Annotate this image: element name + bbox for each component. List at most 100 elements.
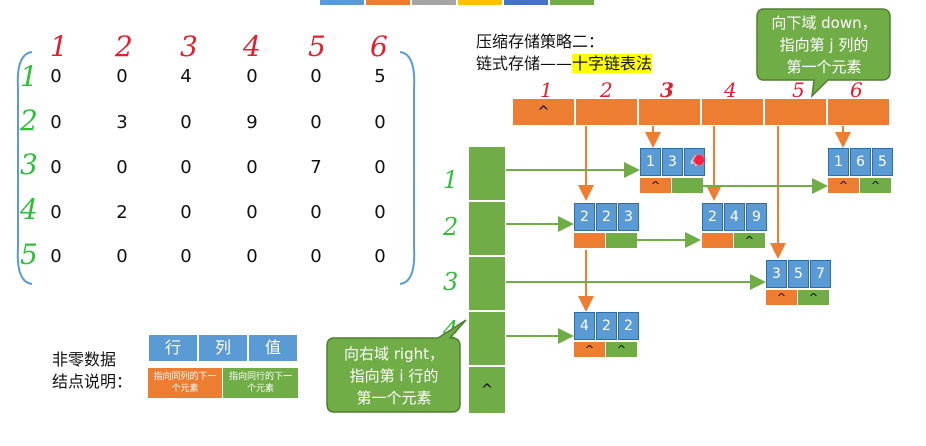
node-right: ^ xyxy=(860,178,891,193)
top-strip-darkblue xyxy=(504,0,548,5)
node-val: 5 xyxy=(872,148,893,176)
node-val: 7 xyxy=(810,260,831,288)
matrix-row-label: 2 xyxy=(20,104,38,137)
matrix-row-label: 1 xyxy=(20,60,38,93)
matrix-cell: 0 xyxy=(246,246,258,267)
col-head-number: 5 xyxy=(792,78,805,102)
matrix-col-label: 3 xyxy=(180,30,198,63)
node-col: 4 xyxy=(724,203,745,231)
legend-caption: 非零数据 xyxy=(52,350,117,369)
matrix-cell: 0 xyxy=(50,202,62,223)
col-head-number: 2 xyxy=(600,78,613,102)
top-strip-yellow xyxy=(458,0,502,5)
callout-down-line: 向下域 down， xyxy=(771,14,877,32)
matrix-col-label: 4 xyxy=(243,30,261,63)
matrix-cell: 9 xyxy=(246,112,258,133)
matrix-cell: 0 xyxy=(246,202,258,223)
node-right xyxy=(672,178,703,193)
matrix-left-bracket xyxy=(16,51,33,285)
node-3-5: 3 5 7 ^ ^ xyxy=(766,260,832,306)
node-right xyxy=(606,233,637,248)
matrix-cell: 0 xyxy=(180,246,192,267)
callout-down-line: 指向第 j 列的 xyxy=(779,36,869,54)
node-row: 3 xyxy=(766,260,787,288)
row-head-4 xyxy=(468,311,506,366)
callout-down-shape xyxy=(756,8,891,98)
col-head-1: ^ xyxy=(512,98,575,126)
matrix-cell: 0 xyxy=(310,112,322,133)
node-4-2: 4 2 2 ^ ^ xyxy=(574,312,640,358)
legend-val-cell: 值 xyxy=(248,334,298,362)
col-head-5 xyxy=(764,98,827,126)
col-head-number: 4 xyxy=(724,78,737,102)
node-val: 3 xyxy=(618,203,639,231)
matrix-cell: 7 xyxy=(310,157,322,178)
matrix-cell: 0 xyxy=(374,246,386,267)
node-down: ^ xyxy=(828,178,859,193)
row-head-3 xyxy=(468,256,506,311)
matrix-cell: 0 xyxy=(246,157,258,178)
matrix-cell: 0 xyxy=(374,202,386,223)
strategy-highlight: 十字链表法 xyxy=(572,54,653,73)
strategy-title: 压缩存储策略二： xyxy=(476,32,605,51)
legend-down-desc: 指向同列的下一个元素 xyxy=(148,368,222,398)
matrix-row-label: 3 xyxy=(20,148,38,181)
node-down xyxy=(702,233,733,248)
legend-row-cell: 行 xyxy=(148,334,198,362)
strategy-prefix: 链式存储—— xyxy=(476,54,573,73)
matrix-col-label: 6 xyxy=(370,30,388,63)
matrix-cell: 0 xyxy=(310,202,322,223)
node-col: 6 xyxy=(850,148,871,176)
node-col: 3 xyxy=(662,148,683,176)
top-strip-orange xyxy=(366,0,410,5)
node-row: 2 xyxy=(702,203,723,231)
matrix-cell: 2 xyxy=(116,202,128,223)
matrix-cell: 0 xyxy=(310,246,322,267)
node-right: ^ xyxy=(606,342,637,357)
row-head-5: ^ xyxy=(468,366,506,414)
row-head-number: 2 xyxy=(443,213,459,241)
callout-right-line: 第一个元素 xyxy=(356,389,432,407)
matrix-cell: 0 xyxy=(180,112,192,133)
node-row: 4 xyxy=(574,312,595,340)
node-col: 2 xyxy=(596,312,617,340)
col-head-number: 1 xyxy=(540,78,553,102)
node-row: 2 xyxy=(574,203,595,231)
matrix-cell: 0 xyxy=(246,66,258,87)
node-down: ^ xyxy=(766,290,797,305)
node-val: 9 xyxy=(746,203,767,231)
node-right: ^ xyxy=(798,290,829,305)
callout-right-line: 向右域 right， xyxy=(343,345,444,363)
callout-right-shape xyxy=(326,319,467,413)
matrix-cell: 0 xyxy=(116,66,128,87)
callout-down-line: 第一个元素 xyxy=(786,58,862,76)
matrix-cell: 0 xyxy=(50,246,62,267)
node-col: 5 xyxy=(788,260,809,288)
col-head-3 xyxy=(638,98,701,126)
matrix-col-label: 5 xyxy=(308,30,326,63)
node-down xyxy=(574,233,605,248)
matrix-row-label: 4 xyxy=(20,193,38,226)
col-head-number: 3 xyxy=(660,78,674,102)
matrix-right-bracket xyxy=(399,51,416,285)
row-head-1 xyxy=(468,146,506,201)
node-down: ^ xyxy=(574,342,605,357)
matrix-col-label: 2 xyxy=(115,30,133,63)
matrix-cell: 0 xyxy=(50,112,62,133)
col-head-number: 6 xyxy=(850,78,863,102)
matrix-row-label: 5 xyxy=(20,238,38,271)
matrix-cell: 0 xyxy=(116,157,128,178)
node-col: 2 xyxy=(596,203,617,231)
callout-right-line: 指向第 i 行的 xyxy=(349,367,439,385)
row-head-number: 1 xyxy=(443,166,459,194)
node-right: ^ xyxy=(734,233,765,248)
node-row: 1 xyxy=(640,148,661,176)
legend-col-cell: 列 xyxy=(198,334,248,362)
matrix-cell: 5 xyxy=(374,66,386,87)
matrix-cell: 0 xyxy=(374,112,386,133)
pointer-dot xyxy=(694,155,704,165)
col-head-2 xyxy=(575,98,638,126)
node-row: 1 xyxy=(828,148,849,176)
col-head-6 xyxy=(827,98,890,126)
